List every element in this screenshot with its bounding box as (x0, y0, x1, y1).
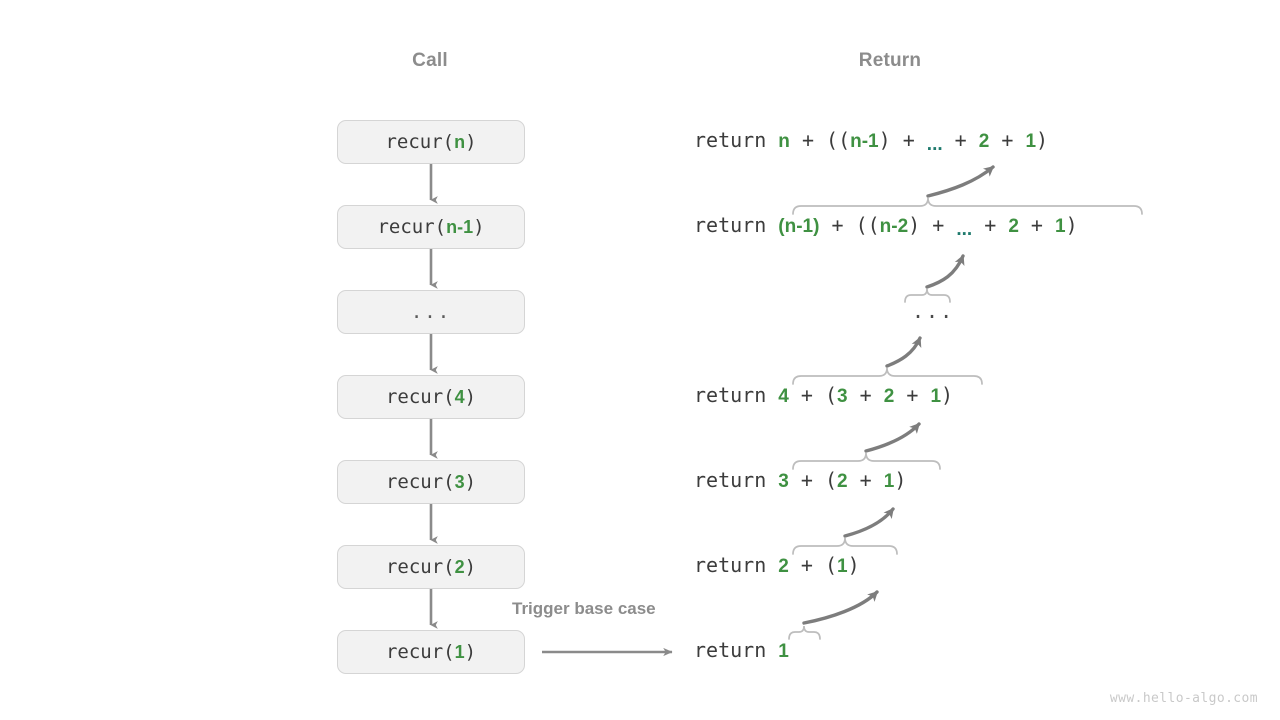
return-token: 1 (1025, 131, 1037, 152)
return-token: + (847, 468, 884, 492)
return-token: 2 (883, 386, 895, 407)
call-box-suffix: ) (464, 386, 477, 408)
return-token: + (890, 128, 927, 152)
return-token: 2 (1008, 216, 1019, 237)
return-token: ( (825, 468, 838, 492)
return-token: (( (855, 213, 880, 237)
return-keyword: return (694, 468, 779, 492)
return-token: + (972, 213, 1009, 237)
return-token: + (789, 128, 827, 152)
watermark: www.hello-algo.com (1109, 691, 1258, 706)
return-token: 1 (778, 641, 789, 662)
call-box-dots: ... (337, 290, 525, 334)
return-line-n-1: return (n-1) + ((n-2) + ... + 2 + 1) (694, 213, 1078, 239)
return-token: + (920, 213, 957, 237)
column-header-return: Return (858, 50, 922, 71)
return-line-3: return 3 + (2 + 1) (694, 470, 906, 491)
return-token: ) (878, 128, 891, 152)
call-box-prefix: recur( (385, 556, 455, 578)
call-box-suffix: ) (464, 556, 477, 578)
call-box-1: recur(1) (337, 630, 525, 674)
call-box-prefix: recur( (385, 386, 455, 408)
call-box-argument: 2 (454, 556, 465, 577)
return-line-2: return 2 + (1) (694, 555, 860, 576)
call-box-argument: 1 (454, 641, 465, 662)
call-box-ellipsis: ... (410, 301, 452, 323)
call-box-suffix: ) (465, 131, 477, 153)
call-box-prefix: recur( (385, 471, 455, 493)
call-box-suffix: ) (473, 216, 485, 238)
return-token: 1 (883, 471, 895, 492)
call-box-argument: n-1 (446, 216, 474, 237)
call-box-n-1: recur(n-1) (337, 205, 525, 249)
return-ellipsis-row: ... (912, 299, 955, 323)
return-keyword: return (694, 128, 779, 152)
return-token: ( (778, 216, 785, 237)
return-token: ... (956, 219, 973, 240)
call-box-3: recur(3) (337, 460, 525, 504)
call-box-suffix: ) (464, 471, 477, 493)
return-token: + (788, 553, 825, 577)
call-box-4: recur(4) (337, 375, 525, 419)
return-token: 1 (1055, 216, 1066, 237)
return-token: ) (894, 468, 907, 492)
return-token: 2 (837, 471, 848, 492)
return-token: (( (826, 128, 851, 152)
return-keyword: return (694, 553, 779, 577)
return-token: ) (813, 216, 820, 237)
return-token: ) (847, 553, 860, 577)
return-token: 2 (978, 131, 990, 152)
column-header-call: Call (412, 50, 448, 71)
return-token: 4 (778, 386, 789, 407)
return-token: 1 (930, 386, 942, 407)
return-token: ) (1036, 128, 1049, 152)
return-token: 2 (778, 556, 789, 577)
return-token: + (788, 383, 825, 407)
return-token: n-2 (879, 216, 909, 237)
return-token: 3 (837, 386, 848, 407)
return-token: + (819, 213, 856, 237)
return-token: ) (1065, 213, 1078, 237)
return-keyword: return (694, 638, 779, 662)
return-token: + (788, 468, 825, 492)
return-keyword: return (694, 213, 779, 237)
call-box-argument: 3 (454, 471, 465, 492)
return-token: n-1 (784, 216, 814, 237)
return-token: 1 (837, 556, 848, 577)
call-box-prefix: recur( (377, 216, 447, 238)
call-box-suffix: ) (464, 641, 477, 663)
return-token: ) (941, 383, 954, 407)
call-box-argument: n (454, 131, 466, 152)
return-token: ... (926, 134, 943, 155)
call-box-prefix: recur( (385, 641, 455, 663)
call-box-prefix: recur( (385, 131, 455, 153)
return-token: + (894, 383, 931, 407)
return-token: ) (908, 213, 921, 237)
return-token: + (942, 128, 979, 152)
return-token: + (989, 128, 1026, 152)
trigger-base-case-label: Trigger base case (512, 599, 656, 618)
return-token: n-1 (850, 131, 879, 152)
call-box-argument: 4 (454, 386, 465, 407)
return-line-n: return n + ((n-1) + ... + 2 + 1) (694, 128, 1049, 154)
return-token: n (778, 131, 790, 152)
return-line-1: return 1 (694, 640, 789, 661)
return-keyword: return (694, 383, 779, 407)
return-token: + (1018, 213, 1056, 237)
return-token: ( (825, 553, 838, 577)
return-token: 3 (778, 471, 789, 492)
return-token: ( (825, 383, 838, 407)
call-box-n: recur(n) (337, 120, 525, 164)
return-token: + (847, 383, 884, 407)
call-box-2: recur(2) (337, 545, 525, 589)
return-line-4: return 4 + (3 + 2 + 1) (694, 385, 953, 406)
